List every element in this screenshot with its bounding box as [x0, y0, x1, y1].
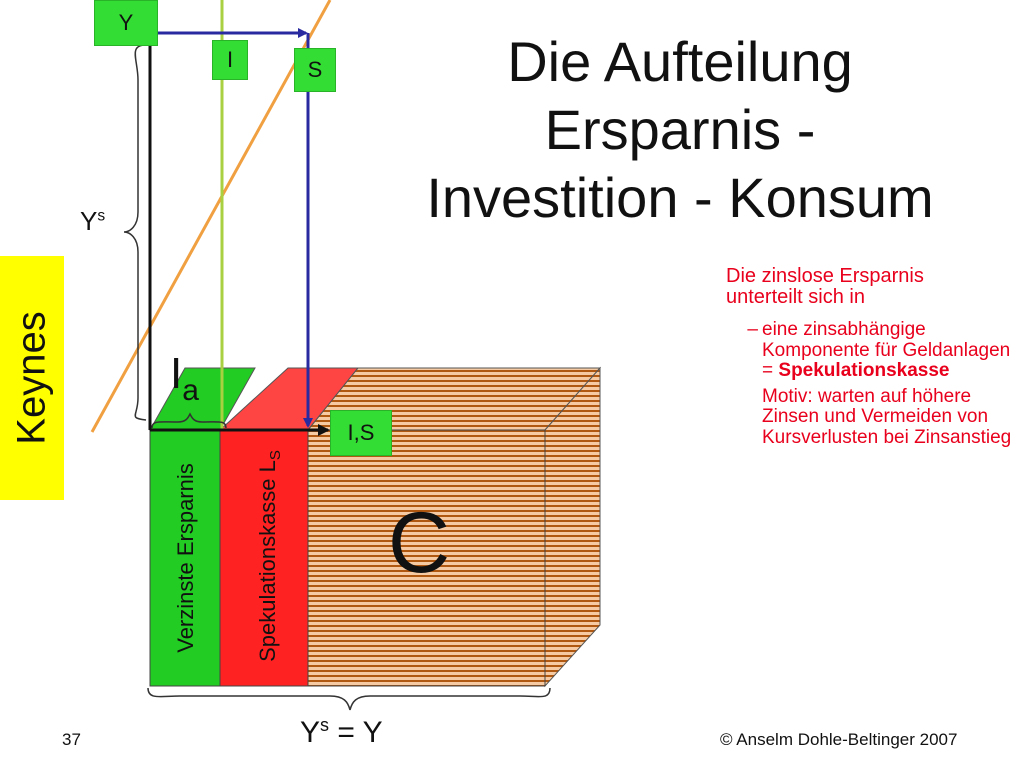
- slide-title: Die Aufteilung Ersparnis - Investition -…: [380, 28, 980, 232]
- title-line-2: Ersparnis -: [544, 98, 816, 161]
- label-ys: Ys: [80, 206, 106, 236]
- keynes-label-box: Keynes: [0, 256, 64, 500]
- block-front-red: [219, 429, 309, 687]
- tag-s-text: S: [307, 57, 323, 82]
- tag-is: I,S: [330, 410, 392, 456]
- tag-is-text: I,S: [347, 420, 375, 445]
- title-line-1: Die Aufteilung: [507, 30, 853, 93]
- brace-bottom: [147, 687, 551, 711]
- sub-bullet-bold: Spekulationskasse: [778, 360, 950, 381]
- tag-i-text: I: [226, 47, 234, 72]
- label-consumption: C: [388, 495, 451, 591]
- copyright: © Anselm Dohle-Beltinger 2007: [720, 730, 958, 749]
- page-number: 37: [62, 730, 81, 749]
- tag-s: S: [294, 48, 336, 92]
- tag-y-text: Y: [118, 10, 134, 35]
- title-line-3: Investition - Konsum: [426, 166, 934, 229]
- brace-ia: [151, 412, 227, 429]
- orange-diagonal-line: [90, 0, 332, 433]
- text-sub-bullet: – eine zinsabhängige Komponente für Geld…: [722, 319, 1022, 448]
- brace-ys-left: [123, 44, 147, 421]
- text-main-bullet: Die zinslose Ersparnis unterteilt sich i…: [726, 265, 924, 308]
- label-ys-equals-y: Ys = Y: [300, 715, 383, 749]
- tag-y: Y: [94, 0, 158, 46]
- label-spekulationskasse: Spekulationskasse LS: [255, 450, 284, 662]
- keynes-label: Keynes: [9, 311, 54, 445]
- block-front-consumption: [307, 429, 546, 687]
- label-ia: Ia: [170, 349, 199, 408]
- sub-bullet-dash: –: [747, 319, 758, 340]
- text-motive: Motiv: warten auf höhere Zinsen und Verm…: [762, 385, 1012, 448]
- sub-bullet-plain: eine zinsabhängige Komponente für Geldan…: [762, 319, 1011, 381]
- label-verzinste-ersparnis: Verzinste Ersparnis: [173, 463, 198, 653]
- tag-i: I: [212, 40, 248, 80]
